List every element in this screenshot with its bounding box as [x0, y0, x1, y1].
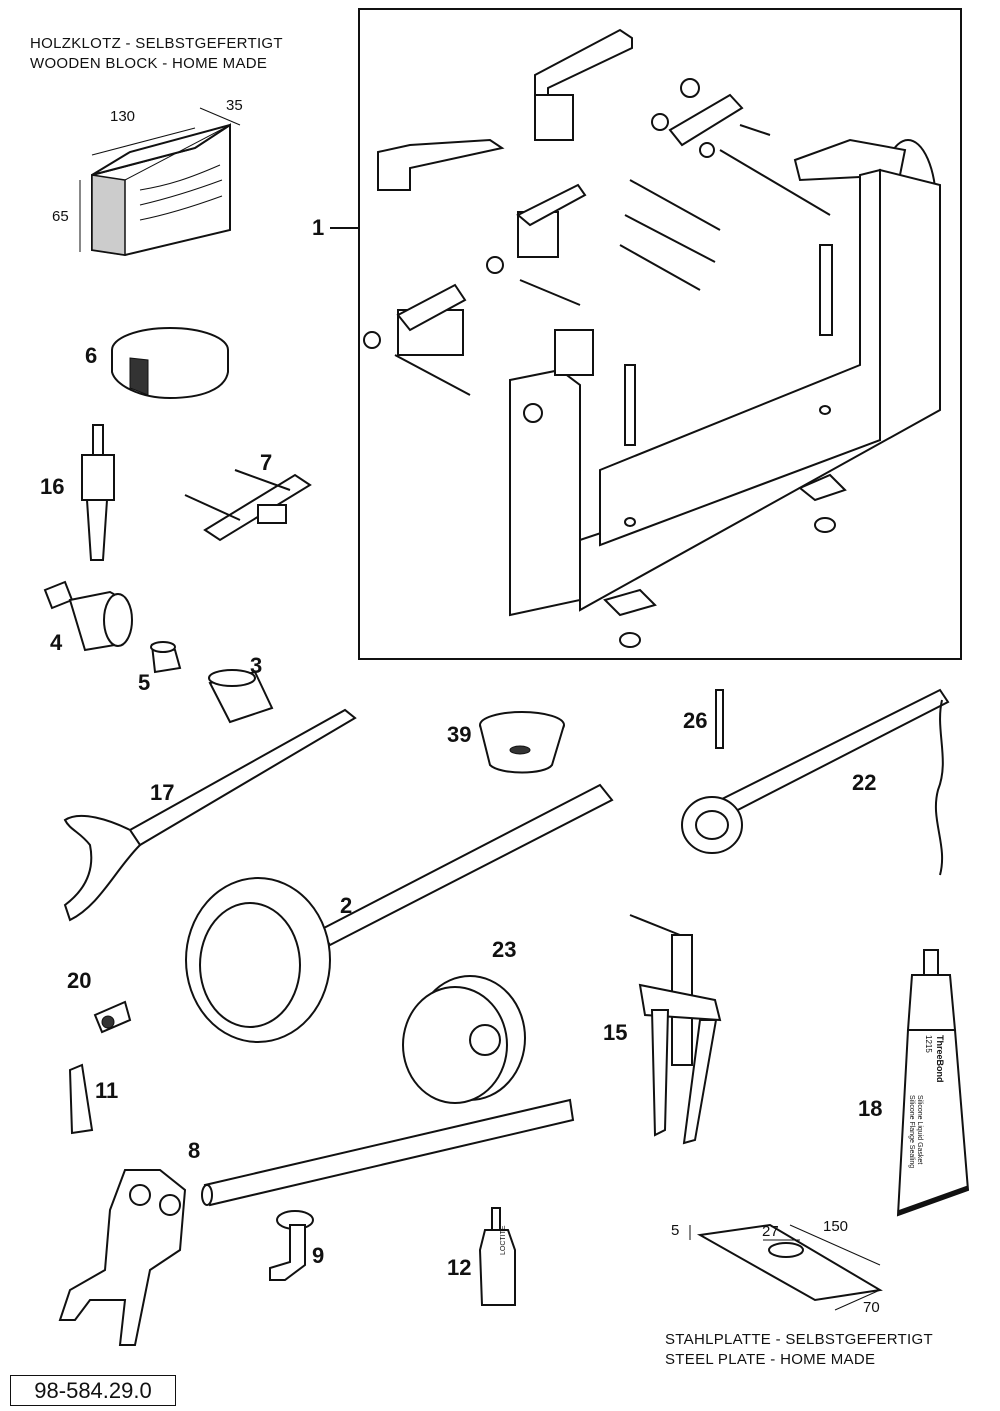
- tube-brand: ThreeBond: [935, 1035, 945, 1083]
- plate-hole-dimension: 27: [762, 1223, 779, 1240]
- ring-tool: [111, 327, 229, 400]
- clutch-holder: [185, 783, 614, 1043]
- callout-22: 22: [852, 770, 877, 795]
- valve-probe: [68, 1063, 94, 1135]
- block-length-dimension: 130: [110, 108, 136, 125]
- wooden-block-note-de: HOLZKLOTZ - SELBSTGEFERTIGT: [30, 35, 283, 52]
- callout-2: 2: [340, 893, 353, 918]
- chain-wrench: [681, 688, 950, 876]
- fork-holder-wrench: [63, 708, 357, 922]
- callout-7: 7: [260, 450, 273, 475]
- threebond-tube: [896, 949, 970, 1217]
- steel-plate-note-en: STEEL PLATE - HOME MADE: [665, 1351, 876, 1368]
- loctite-bottle: [478, 1207, 516, 1306]
- callout-6: 6: [85, 343, 98, 368]
- callout-3: 3: [250, 653, 263, 678]
- block-depth-dimension: 35: [226, 97, 243, 114]
- callout-16: 16: [40, 474, 65, 499]
- callout-26: 26: [683, 708, 708, 733]
- callout-15: 15: [603, 1020, 628, 1045]
- callout-5: 5: [138, 670, 151, 695]
- tube-code: 1215: [924, 1035, 933, 1053]
- main-frame-box: [358, 8, 962, 660]
- slide-hammer: [81, 424, 115, 561]
- callout-23: 23: [492, 937, 517, 962]
- wooden-block-note-en: WOODEN BLOCK - HOME MADE: [30, 55, 268, 72]
- callout-12: 12: [447, 1255, 472, 1280]
- wooden-block: [79, 107, 241, 257]
- callout-9: 9: [312, 1243, 325, 1268]
- oil-filter-wrench: [479, 711, 565, 774]
- support-bracket: [58, 1098, 575, 1346]
- block-height-dimension: 65: [52, 208, 69, 225]
- callout-39: 39: [447, 722, 472, 747]
- callout-11: 11: [95, 1078, 119, 1103]
- plate-thickness-dimension: 5: [671, 1222, 680, 1239]
- tube-line-2: Silicone Flange Sealing: [908, 1095, 915, 1169]
- callout-8: 8: [188, 1138, 201, 1163]
- rotor-holder: [402, 975, 526, 1104]
- tube-label: ThreeBond 1215 Silicone Liquid Gasket Si…: [905, 1035, 960, 1185]
- drift: [208, 669, 274, 724]
- screw: [93, 1000, 132, 1034]
- gear-puller: [629, 914, 722, 1145]
- document-number: 98-584.29.0: [10, 1375, 176, 1406]
- hook-tool: [269, 1210, 314, 1281]
- callout-4: 4: [50, 630, 63, 655]
- steel-plate-note-de: STAHLPLATTE - SELBSTGEFERTIGT: [665, 1331, 933, 1348]
- callout-20: 20: [67, 968, 92, 993]
- callout-1: 1: [312, 215, 325, 240]
- plate-width-dimension: 70: [863, 1299, 880, 1316]
- engine-stand-parts: [363, 28, 941, 648]
- flywheel-puller: [43, 580, 133, 652]
- tube-line-1: Silicone Liquid Gasket: [916, 1095, 923, 1165]
- bottle-label: LOCTITE: [500, 1225, 507, 1255]
- callout-17: 17: [150, 780, 175, 805]
- steel-plate: [689, 1223, 883, 1311]
- pin: [715, 689, 724, 749]
- callout-18: 18: [858, 1096, 883, 1121]
- sleeve: [150, 641, 182, 674]
- bridge-puller: [184, 469, 312, 542]
- plate-length-dimension: 150: [823, 1218, 849, 1235]
